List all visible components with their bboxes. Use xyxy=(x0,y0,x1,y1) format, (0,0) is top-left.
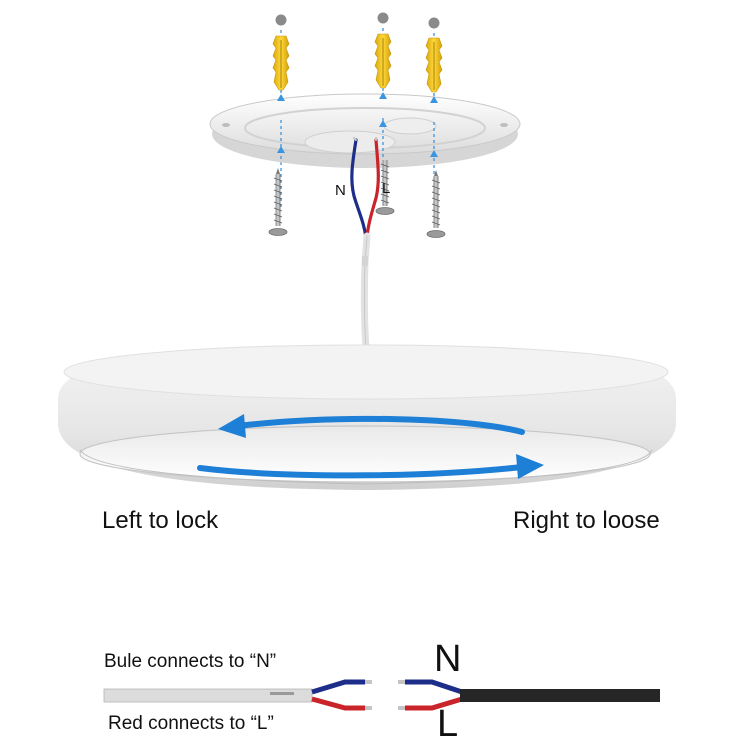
rotate-arrow-icon xyxy=(197,454,544,479)
ceiling-wires xyxy=(350,137,380,240)
wiring-diagram xyxy=(103,679,660,711)
screw-icon xyxy=(375,160,395,215)
wall-anchor-icon xyxy=(272,35,290,91)
wall-anchor-icon xyxy=(425,37,443,93)
wire-l-label: L xyxy=(382,180,390,197)
rotate-lock-label: Left to lock xyxy=(102,507,219,534)
rotate-loose-label: Right to loose xyxy=(513,507,660,534)
red-wire-label: Red connects to “L” xyxy=(108,713,274,734)
live-label: L xyxy=(437,703,459,745)
wire-n-label: N xyxy=(335,182,346,199)
screw-icon xyxy=(268,168,288,236)
rotate-arrow-icon xyxy=(218,414,525,438)
drill-point xyxy=(428,17,440,29)
screw-icon xyxy=(426,170,446,238)
mounting-plate xyxy=(209,93,521,168)
wall-anchor-icon xyxy=(374,33,392,89)
blue-wire-label: Bule connects to “N” xyxy=(104,651,277,672)
neutral-label: N xyxy=(434,638,462,680)
drill-point xyxy=(275,14,287,26)
drill-point xyxy=(377,12,389,24)
